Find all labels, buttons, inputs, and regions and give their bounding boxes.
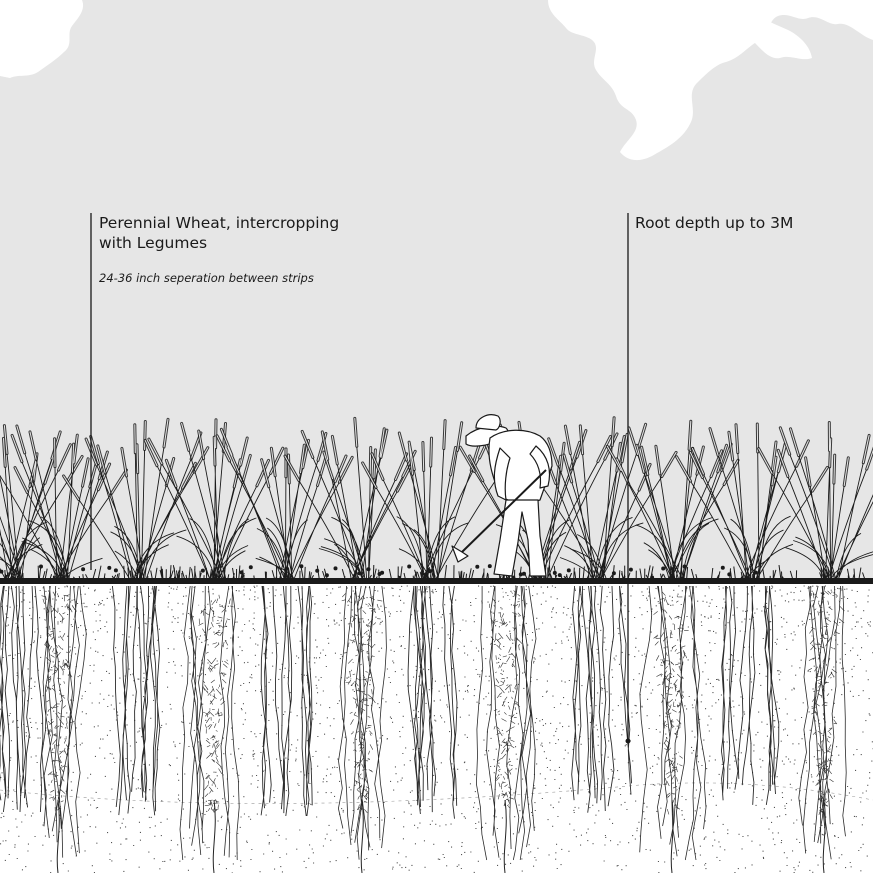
annotation-right-title: Root depth up to 3M bbox=[635, 214, 794, 232]
wheat-clump bbox=[605, 419, 740, 581]
cloud-top-left bbox=[0, 0, 84, 78]
root-column bbox=[407, 585, 458, 819]
root-column bbox=[260, 585, 313, 817]
root-column bbox=[41, 585, 87, 873]
farmer-with-hoe-figure bbox=[451, 414, 553, 577]
wheat-clump bbox=[283, 416, 417, 581]
soil-background bbox=[0, 582, 873, 873]
wheat-clump bbox=[215, 427, 354, 581]
root-column bbox=[639, 585, 707, 873]
root-column bbox=[0, 585, 44, 813]
root-column bbox=[720, 585, 780, 805]
cloud-top-right bbox=[839, 0, 873, 27]
root-column bbox=[475, 585, 537, 873]
arm-right bbox=[529, 445, 551, 489]
wheat-clump bbox=[0, 424, 128, 581]
cloud-top-mid bbox=[548, 0, 873, 161]
ground-line bbox=[0, 578, 873, 584]
legs bbox=[493, 499, 547, 577]
leader-lines bbox=[90, 213, 629, 740]
root-column bbox=[337, 585, 387, 873]
sky-background bbox=[0, 0, 873, 582]
root-column bbox=[798, 585, 847, 873]
wheat-clump bbox=[757, 421, 873, 581]
hoe-blade bbox=[451, 545, 469, 563]
wheat-clump bbox=[361, 419, 518, 581]
annotation-left-line1: Perennial Wheat, intercropping bbox=[99, 214, 340, 232]
annotation-left-line2: with Legumes bbox=[99, 234, 208, 252]
root-column bbox=[571, 585, 633, 813]
annotation-left-title: Perennial Wheat, intercropping with Legum… bbox=[99, 213, 339, 253]
wheat-clump bbox=[675, 422, 829, 581]
root-depth-marker bbox=[625, 738, 631, 744]
hat-crown bbox=[475, 414, 501, 431]
root-systems bbox=[0, 585, 847, 873]
cloud-silhouettes bbox=[0, 0, 873, 161]
cloud-top-right-2 bbox=[736, 0, 812, 60]
annotation-left-subtitle: 24-36 inch seperation between strips bbox=[99, 271, 314, 285]
hoe-handle bbox=[461, 469, 547, 553]
root-column bbox=[111, 585, 161, 816]
cloud-small-left bbox=[4, 37, 21, 54]
root-column bbox=[179, 585, 240, 873]
